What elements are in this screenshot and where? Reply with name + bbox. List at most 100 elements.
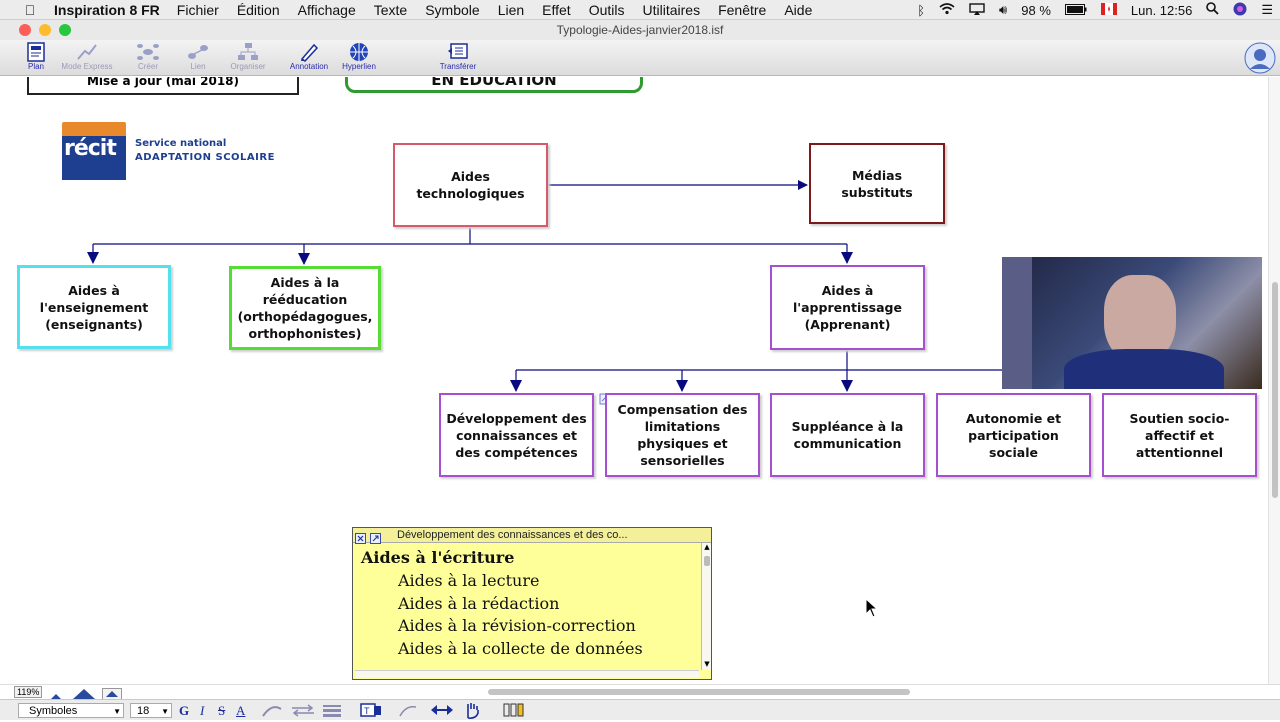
horizontal-scroll-thumb[interactable] (488, 689, 910, 695)
menu-bar:  Inspiration 8 FR Fichier Édition Affic… (0, 0, 1280, 20)
menu-aide[interactable]: Aide (784, 1, 813, 18)
person-face (1104, 275, 1176, 363)
menu-effet[interactable]: Effet (542, 1, 571, 18)
menu-edition[interactable]: Édition (236, 1, 280, 18)
chevron-down-icon: ▼ (161, 707, 169, 716)
webcam-video-overlay (1002, 257, 1262, 389)
italic-button[interactable]: I (200, 703, 205, 718)
plan-icon (27, 42, 45, 62)
input-source-flag-icon[interactable] (1094, 2, 1124, 18)
create-icon (137, 44, 159, 60)
create-button[interactable]: Créer (118, 42, 178, 71)
update-date-label[interactable]: Mise à jour (mai 2018) (27, 77, 299, 95)
minimize-window-button[interactable] (39, 24, 51, 36)
zoom-level[interactable]: 119% (14, 686, 43, 698)
note-item[interactable]: Aides à la rédaction (398, 594, 560, 613)
node-aides-enseignement[interactable]: Aides à l'enseignement (enseignants) (17, 265, 171, 349)
note-expand-icon[interactable] (370, 529, 381, 544)
bold-button[interactable]: G (179, 703, 190, 718)
volume-icon[interactable]: 🔊︎ (999, 2, 1008, 17)
note-item[interactable]: Aides à la collecte de données (398, 639, 643, 658)
menu-lien[interactable]: Lien (497, 1, 525, 18)
symbol-shape-icon[interactable]: T (360, 702, 382, 718)
link-button[interactable]: Lien (168, 42, 228, 71)
note-scroll-down-icon[interactable]: ▼ (704, 660, 710, 668)
battery-percent[interactable]: 98 % (1021, 2, 1051, 18)
menu-affichage[interactable]: Affichage (297, 1, 356, 18)
note-hscrollbar[interactable] (355, 670, 699, 678)
menu-texte[interactable]: Texte (373, 1, 408, 18)
menu-symbole[interactable]: Symbole (425, 1, 480, 18)
bluetooth-icon[interactable]: ᛒ (917, 2, 926, 18)
toolbar: Plan Mode Express Créer Lien Organiser A… (0, 40, 1280, 76)
format-bar: Symboles ▼ 18 ▼ G I S A T (0, 699, 1280, 720)
align-arrows-icon[interactable] (430, 702, 454, 718)
chevron-down-icon: ▼ (113, 707, 121, 716)
font-family-select[interactable]: Symboles ▼ (18, 703, 124, 718)
apple-menu-icon[interactable]:  (20, 2, 40, 18)
node-autonomie[interactable]: Autonomie et participation sociale (936, 393, 1091, 477)
spotlight-search-icon[interactable] (1199, 2, 1226, 18)
note-scrollbar[interactable]: ▲ ▼ (701, 543, 711, 670)
text-color-button[interactable]: A (236, 703, 246, 718)
link-style-icon[interactable] (398, 703, 420, 718)
user-avatar-icon[interactable] (1244, 42, 1276, 74)
svg-text:T: T (364, 706, 370, 716)
plan-button[interactable]: Plan (6, 42, 66, 71)
vertical-scroll-thumb[interactable] (1272, 282, 1278, 498)
annotation-button[interactable]: Annotation (279, 42, 339, 71)
node-medias-substituts[interactable]: Médias substituts (809, 143, 945, 224)
line-width-icon[interactable] (322, 703, 348, 718)
note-scroll-thumb[interactable] (704, 556, 710, 566)
arrange-button[interactable]: Organiser (218, 42, 278, 71)
vertical-scrollbar[interactable] (1268, 77, 1280, 684)
note-item[interactable]: Aides à la révision-correction (398, 616, 636, 635)
wifi-icon[interactable] (932, 2, 962, 18)
plan-label: Plan (27, 62, 44, 71)
note-panel[interactable]: Développement des connaissances et des c… (352, 527, 712, 680)
fit-page-icon[interactable] (102, 685, 122, 700)
node-compensation[interactable]: Compensation des limitations physiques e… (605, 393, 760, 477)
menu-outils[interactable]: Outils (588, 1, 625, 18)
logo-line1: Service national (135, 138, 227, 149)
menu-fenetre[interactable]: Fenêtre (718, 1, 767, 18)
app-menu[interactable]: Inspiration 8 FR (54, 1, 160, 18)
spacing-icon[interactable] (503, 702, 525, 718)
battery-icon[interactable] (1058, 3, 1094, 18)
zoom-out-icon[interactable] (48, 686, 64, 700)
node-aides-apprentissage[interactable]: Aides à l'apprentissage (Apprenant) (770, 265, 925, 350)
arrange-label: Organiser (230, 62, 266, 71)
create-label: Créer (137, 62, 158, 71)
line-style-icon[interactable] (262, 703, 282, 718)
menu-utilitaires[interactable]: Utilitaires (642, 1, 701, 18)
notification-center-icon[interactable]: ☰ (1261, 2, 1273, 17)
note-close-icon[interactable] (355, 529, 366, 544)
font-size-select[interactable]: 18 ▼ (130, 703, 172, 718)
menu-fichier[interactable]: Fichier (176, 1, 219, 18)
note-title: Développement des connaissances et des c… (353, 528, 711, 543)
rapid-fire-button[interactable]: Mode Express (57, 42, 117, 71)
arrow-style-icon[interactable] (290, 703, 316, 718)
arrange-icon (238, 43, 258, 60)
zoom-in-icon[interactable] (72, 685, 96, 699)
close-window-button[interactable] (19, 24, 31, 36)
hyperlink-button[interactable]: Hyperlien (329, 42, 389, 71)
node-aides-technologiques[interactable]: Aides technologiques (393, 143, 548, 227)
transfer-button[interactable]: Transférer (428, 42, 488, 71)
strikethrough-button[interactable]: S (218, 703, 226, 718)
note-item[interactable]: Aides à la lecture (398, 571, 540, 590)
node-developpement[interactable]: Développement des connaissances et des c… (439, 393, 594, 477)
fullscreen-window-button[interactable] (59, 24, 71, 36)
siri-icon[interactable] (1226, 2, 1254, 19)
node-soutien[interactable]: Soutien socio-affectif et attentionnel (1102, 393, 1257, 477)
menubar-clock[interactable]: Lun. 12:56 (1130, 2, 1193, 18)
note-heading[interactable]: Aides à l'écriture (361, 548, 515, 567)
node-aides-reeducation[interactable]: Aides à la rééducation (orthopédagogues,… (229, 266, 381, 350)
mouse-pointer-icon (865, 597, 879, 618)
title-bubble[interactable]: EN ÉDUCATION (345, 77, 643, 93)
airplay-icon[interactable] (962, 2, 992, 18)
window-title: Typologie-Aides-janvier2018.isf (556, 23, 724, 37)
hand-tool-icon[interactable] (462, 701, 482, 719)
note-scroll-up-icon[interactable]: ▲ (704, 543, 710, 551)
node-suppleance[interactable]: Suppléance à la communication (770, 393, 925, 477)
